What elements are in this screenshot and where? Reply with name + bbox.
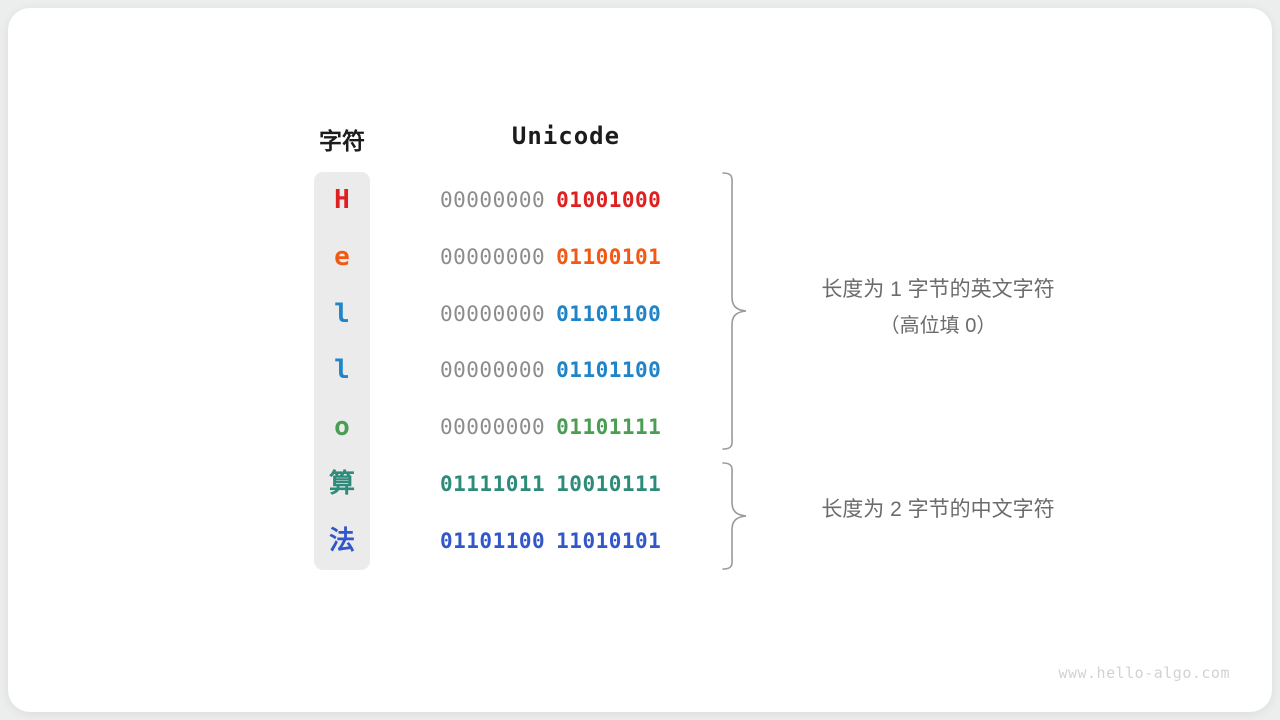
row-character: H <box>334 185 350 215</box>
column-header-unicode: Unicode <box>511 122 621 150</box>
row-binary: 00000000 01101100 <box>440 286 692 342</box>
encoding-row: H 00000000 01001000 <box>8 172 1272 228</box>
brace-double-byte-group <box>720 461 750 571</box>
row-low-byte: 01001000 <box>556 188 662 212</box>
row-high-byte: 01111011 <box>440 472 546 496</box>
row-character: 算 <box>328 469 355 499</box>
watermark: www.hello-algo.com <box>1058 664 1230 682</box>
row-low-byte: 01101100 <box>556 358 662 383</box>
column-header-character: 字符 <box>319 128 365 154</box>
row-binary: 00000000 01101100 <box>440 342 692 398</box>
row-binary: 00000000 01001000 <box>440 172 692 228</box>
row-high-byte: 01101100 <box>440 528 546 553</box>
encoding-row: 法 01101100 11010101 <box>8 513 1272 569</box>
row-high-byte: 00000000 <box>440 415 546 440</box>
row-character: 法 <box>328 525 355 556</box>
row-high-byte: 00000000 <box>440 301 546 326</box>
row-low-byte: 01101111 <box>556 415 662 440</box>
annotation-single-byte-line1: 长度为 1 字节的英文字符 <box>821 278 1055 301</box>
annotation-double-byte-line1: 长度为 2 字节的中文字符 <box>821 498 1055 521</box>
row-high-byte: 00000000 <box>440 358 546 383</box>
row-character: l <box>334 355 350 386</box>
row-binary: 00000000 01100101 <box>440 229 692 285</box>
figure-card: 字符 Unicode H 00000000 01001000 e 00000000 011… <box>8 8 1272 712</box>
row-binary: 00000000 01101111 <box>440 399 692 455</box>
row-character: l <box>334 298 350 329</box>
row-binary: 01101100 11010101 <box>440 513 692 569</box>
encoding-row: 算 01111011 10010111 <box>8 456 1272 512</box>
row-low-byte: 11010101 <box>556 528 662 553</box>
encoding-row: o 00000000 01101111 <box>8 399 1272 455</box>
row-low-byte: 10010111 <box>556 472 662 496</box>
row-high-byte: 00000000 <box>440 244 546 269</box>
character-column-panel <box>314 172 370 570</box>
row-low-byte: 01101100 <box>556 301 662 326</box>
annotation-single-byte-line2: （高位填 0） <box>879 315 997 337</box>
brace-single-byte-group <box>720 171 750 451</box>
encoding-row: l 00000000 01101100 <box>8 286 1272 342</box>
row-high-byte: 00000000 <box>440 188 546 212</box>
annotation-double-byte: 长度为 2 字节的中文字符 <box>788 492 1088 528</box>
row-character: o <box>334 412 350 443</box>
encoding-row: l 00000000 01101100 <box>8 342 1272 398</box>
annotation-single-byte: 长度为 1 字节的英文字符 （高位填 0） <box>788 272 1088 344</box>
encoding-row: e 00000000 01100101 <box>8 229 1272 285</box>
row-character: e <box>334 241 350 272</box>
row-binary: 01111011 10010111 <box>440 456 692 512</box>
row-low-byte: 01100101 <box>556 244 662 269</box>
